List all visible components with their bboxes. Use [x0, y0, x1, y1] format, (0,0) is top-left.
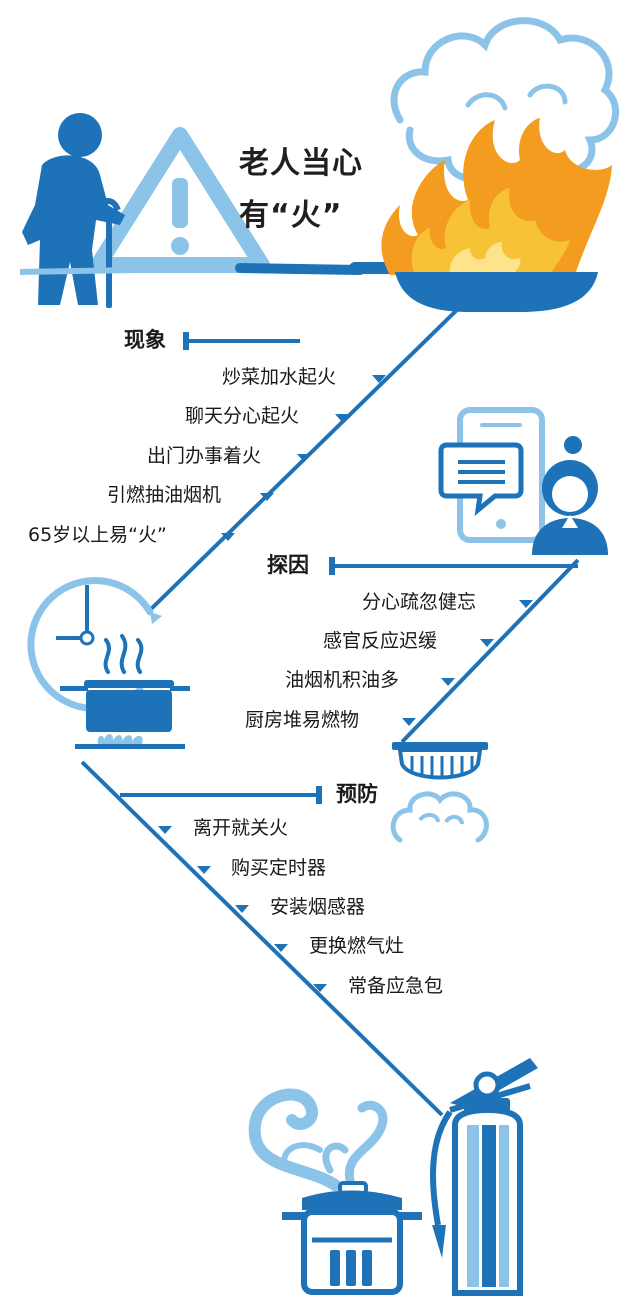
frying-pan-fire-icon	[381, 118, 612, 275]
frying-pan-icon	[395, 272, 598, 312]
list-item: 购买定时器	[231, 857, 327, 879]
smoke-cloud-icon	[390, 17, 620, 188]
list-item: 更换燃气灶	[309, 935, 405, 957]
list-item: 离开就关火	[193, 817, 289, 839]
warning-triangle-icon	[90, 127, 270, 273]
section-heading-causes: 探因	[267, 553, 309, 577]
list-item: 感官反应迟缓	[323, 630, 438, 652]
list-item: 安装烟感器	[270, 896, 366, 918]
list-item: 常备应急包	[348, 975, 444, 997]
section-heading-phenomena: 现象	[124, 328, 166, 352]
list-item: 65岁以上易“火”	[28, 524, 167, 546]
page-title-line1: 老人当心	[239, 146, 363, 181]
bullet-arrows	[158, 375, 533, 992]
list-item: 分心疏忽健忘	[362, 591, 477, 613]
list-item: 出门办事着火	[147, 445, 262, 467]
steam-icon	[103, 634, 144, 674]
elderly-person-with-cane-icon	[22, 113, 125, 308]
smoke-detector-icon	[390, 742, 489, 843]
pot-on-stove-icon	[60, 680, 190, 749]
pan-handle	[235, 262, 408, 275]
steam-swirl-icon	[248, 1088, 388, 1191]
list-item: 厨房堆易燃物	[245, 709, 360, 731]
heading-markers	[120, 332, 578, 804]
fire-extinguisher-icon	[430, 1058, 538, 1296]
page-title-line2: 有“火”	[239, 198, 343, 233]
list-item: 引燃抽油烟机	[107, 484, 222, 506]
list-item: 聊天分心起火	[185, 405, 300, 427]
list-item: 油烟机积油多	[285, 669, 400, 691]
smartphone-chat-icon	[438, 407, 545, 543]
section-heading-prevention: 预防	[336, 782, 378, 806]
pressure-cooker-icon	[282, 1181, 422, 1295]
woman-avatar-icon	[532, 436, 608, 555]
list-item: 炒菜加水起火	[222, 366, 337, 388]
